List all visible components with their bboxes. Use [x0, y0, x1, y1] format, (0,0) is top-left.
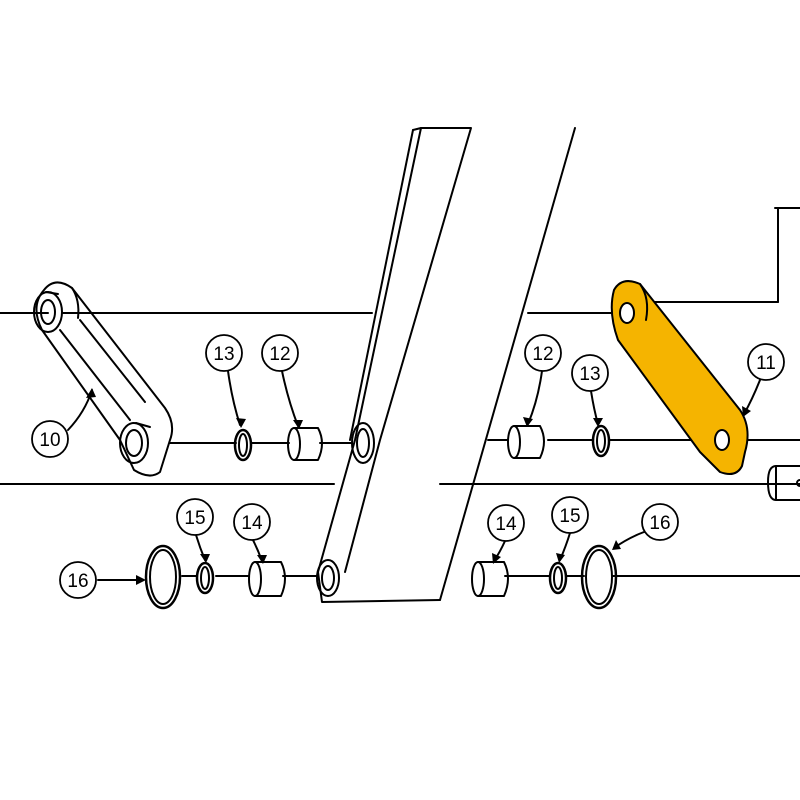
frame-member [316, 127, 576, 603]
callout-label: 15 [559, 506, 580, 527]
ring-part-13-left [233, 428, 253, 462]
callout-part-12-left: 12 [261, 334, 299, 372]
bushing-part-14-left [248, 561, 286, 597]
callout-label: 12 [269, 344, 290, 365]
bushing-part-14-right [471, 561, 509, 597]
bushing-part-12-right [507, 425, 545, 459]
callout-label: 11 [756, 353, 776, 374]
callout-label: 16 [649, 513, 670, 534]
callout-part-13-left: 13 [205, 334, 243, 372]
bushing-part-12-left [287, 427, 323, 461]
callout-label: 15 [184, 508, 205, 529]
ring-part-13-right [591, 424, 611, 458]
callout-label: 14 [495, 514, 517, 535]
pin-stub-right [767, 465, 800, 501]
callout-part-13-right: 13 [571, 354, 609, 392]
callout-part-14-right: 14 [487, 504, 525, 542]
callout-part-10: 10 [31, 420, 69, 458]
callout-part-14-left: 14 [233, 503, 271, 541]
ring-part-15-left [195, 561, 215, 595]
callout-label: 14 [241, 513, 263, 534]
callout-part-11: 11 [747, 343, 785, 381]
link-part-11 [610, 280, 749, 475]
callout-label: 10 [39, 430, 60, 451]
ring-part-15-right [548, 561, 568, 595]
callout-part-16-left: 16 [59, 561, 97, 599]
link-part-10 [33, 281, 174, 477]
callout-label: 12 [532, 344, 553, 365]
callout-part-15-left: 15 [176, 498, 214, 536]
callout-label: 16 [67, 571, 88, 592]
seal-part-16-right [580, 544, 618, 610]
seal-part-16-left [144, 544, 182, 610]
callout-label: 13 [579, 364, 600, 385]
callout-part-15-right: 15 [551, 496, 589, 534]
callout-part-16-right: 16 [641, 503, 679, 541]
callout-part-12-right: 12 [524, 334, 562, 372]
callouts: 10 13 12 12 13 11 15 14 [31, 334, 785, 599]
callout-label: 13 [213, 344, 234, 365]
leader-arrowheads [86, 388, 751, 585]
